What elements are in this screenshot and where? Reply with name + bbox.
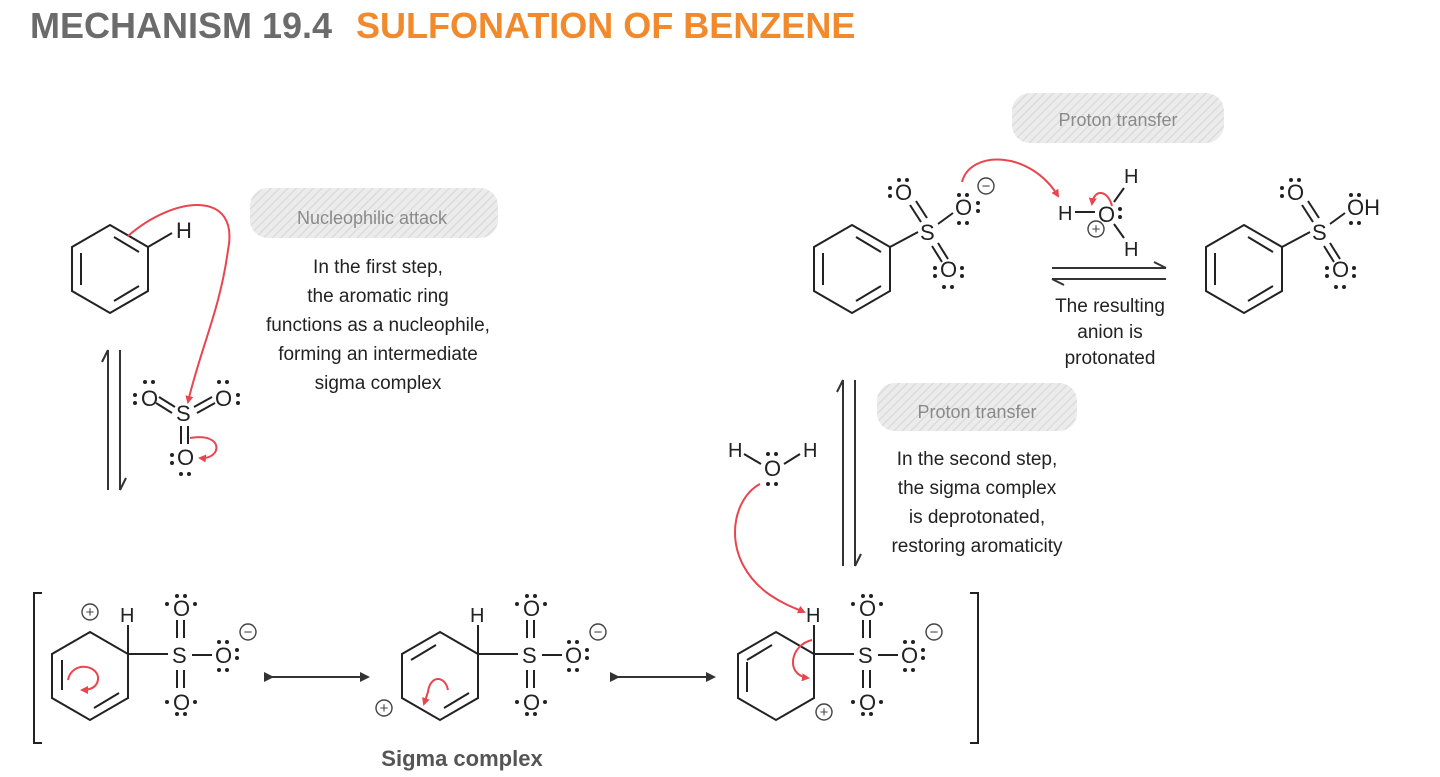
svg-text:S: S <box>858 643 873 668</box>
proton-transfer-tag-2-bg <box>1012 93 1224 143</box>
benzene-reactant: H <box>71 218 192 315</box>
svg-text:S: S <box>1312 220 1327 245</box>
svg-text:H: H <box>1124 239 1138 261</box>
svg-text:protonated: protonated <box>1065 348 1156 369</box>
svg-text:+: + <box>1092 221 1101 238</box>
svg-text:H: H <box>470 605 484 627</box>
water-base: H O H <box>728 440 817 486</box>
benzenesulfonate-anion: S O O O − <box>813 177 995 315</box>
svg-text:sigma complex: sigma complex <box>315 373 442 394</box>
svg-text:O: O <box>895 180 912 205</box>
mechanism-number: MECHANISM 19.4 <box>30 5 332 46</box>
bracket-right <box>970 592 979 744</box>
svg-text:O: O <box>177 445 194 470</box>
curly-arrow-resonance-2 <box>422 678 449 706</box>
svg-text:O: O <box>523 596 540 621</box>
proton-transfer-2-description: The resulting anion is protonated <box>1055 296 1165 369</box>
svg-text:O: O <box>173 690 190 715</box>
proton-transfer-tag-2: Proton transfer <box>1058 110 1177 130</box>
svg-text:O: O <box>859 690 876 715</box>
curly-arrow-deprotonation <box>791 639 813 682</box>
svg-text:O: O <box>764 456 781 481</box>
svg-text:O: O <box>565 643 582 668</box>
svg-text:The resulting: The resulting <box>1055 296 1165 317</box>
svg-text:−: − <box>594 624 603 641</box>
curly-arrow-protonation <box>961 158 1060 198</box>
svg-text:In the second step,: In the second step, <box>897 449 1058 470</box>
proton-transfer-tag-1: Proton transfer <box>917 402 1036 422</box>
svg-text:is deprotonated,: is deprotonated, <box>909 507 1045 528</box>
svg-text:H: H <box>1058 203 1072 225</box>
svg-text:O: O <box>173 596 190 621</box>
svg-text:H: H <box>806 605 820 627</box>
curly-arrow-so-bond <box>189 436 218 463</box>
svg-text:O: O <box>523 690 540 715</box>
svg-text:S: S <box>176 401 191 426</box>
svg-text:functions as a nucleophile,: functions as a nucleophile, <box>266 315 490 336</box>
sigma-complex-resonance-1: H S O O O + − <box>51 594 257 722</box>
curly-arrow-attack <box>127 204 231 404</box>
svg-text:O: O <box>215 643 232 668</box>
svg-text:O: O <box>1332 257 1349 282</box>
svg-text:In the first step,: In the first step, <box>313 257 443 278</box>
svg-text:O: O <box>1098 202 1115 227</box>
svg-text:−: − <box>982 178 991 195</box>
curly-arrow-resonance-1 <box>67 665 99 694</box>
sigma-complex-resonance-3: H S O O O + − <box>737 594 943 722</box>
sigma-complex-label: Sigma complex <box>381 746 543 771</box>
bracket-left <box>33 592 42 744</box>
svg-text:O: O <box>940 257 957 282</box>
proton-transfer-1-description: In the second step, the sigma complex is… <box>891 449 1063 557</box>
svg-text:S: S <box>172 643 187 668</box>
svg-text:O: O <box>1287 180 1304 205</box>
svg-text:S: S <box>920 220 935 245</box>
svg-text:−: − <box>930 624 939 641</box>
nucleophilic-attack-tag-bg <box>250 188 498 238</box>
sulfur-trioxide: O S O O <box>133 380 240 476</box>
svg-text:anion is: anion is <box>1077 322 1143 343</box>
svg-text:OH: OH <box>1347 195 1380 220</box>
benzene-h-atom: H <box>176 218 192 243</box>
svg-text:−: − <box>244 624 253 641</box>
svg-text:H: H <box>803 440 817 462</box>
svg-text:S: S <box>522 643 537 668</box>
curly-arrow-oh-bond <box>1088 192 1113 207</box>
curly-arrow-water-attack <box>734 483 806 614</box>
svg-text:+: + <box>86 604 95 621</box>
svg-text:forming an intermediate: forming an intermediate <box>278 344 478 365</box>
svg-text:restoring aromaticity: restoring aromaticity <box>891 536 1063 557</box>
svg-text:the sigma complex: the sigma complex <box>898 478 1057 499</box>
hydronium-ion: H O H H + <box>1058 166 1138 261</box>
svg-text:H: H <box>1124 166 1138 188</box>
svg-text:O: O <box>901 643 918 668</box>
svg-text:+: + <box>380 700 389 717</box>
svg-text:O: O <box>141 386 158 411</box>
svg-text:O: O <box>215 386 232 411</box>
nucleophilic-attack-tag: Nucleophilic attack <box>297 208 448 228</box>
svg-text:the aromatic ring: the aromatic ring <box>307 286 449 307</box>
benzenesulfonic-acid-product: S O OH O <box>1205 178 1380 315</box>
sigma-complex-resonance-2: H S O O O + − <box>375 594 607 722</box>
svg-text:O: O <box>859 596 876 621</box>
svg-text:H: H <box>120 605 134 627</box>
nucleophilic-attack-description: In the first step, the aromatic ring fun… <box>266 257 490 394</box>
svg-text:H: H <box>728 440 742 462</box>
proton-transfer-tag-1-bg <box>877 383 1077 431</box>
svg-text:+: + <box>820 704 829 721</box>
mechanism-name: SULFONATION OF BENZENE <box>356 5 855 46</box>
svg-text:O: O <box>955 195 972 220</box>
